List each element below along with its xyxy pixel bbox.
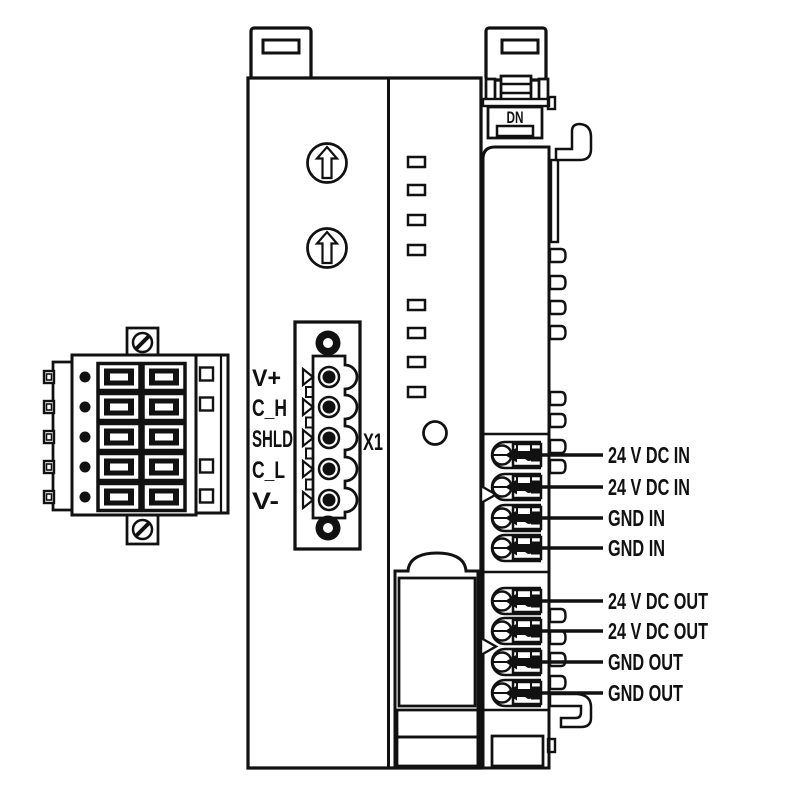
- cable-plug-connector: [42, 326, 230, 546]
- led-indicator: [406, 326, 427, 340]
- pin-label: C_L: [252, 457, 285, 484]
- power-terminals: 24 V DC IN 24 V DC IN GND IN GND IN 24 V…: [490, 440, 708, 708]
- pin-contact: [317, 395, 341, 419]
- bus-contact: [548, 629, 567, 646]
- release-buttons: [306, 142, 348, 269]
- pin-contact: [317, 457, 341, 481]
- flap-window: [397, 576, 477, 708]
- bus-contact: [548, 324, 567, 341]
- led-indicator: [406, 385, 427, 399]
- led-indicator: [406, 298, 427, 312]
- bus-contact: [548, 299, 567, 316]
- connector-designation: X1: [363, 429, 383, 456]
- strip-hole: [42, 429, 56, 445]
- terminal-label: 24 V DC OUT: [608, 588, 708, 614]
- pin-contact: [317, 426, 341, 450]
- led-indicator: [406, 355, 427, 369]
- terminal: GND IN: [490, 533, 665, 563]
- flange-hole: [198, 366, 215, 382]
- led-indicator: [406, 155, 427, 169]
- x1-connector: V+ C_H SHLD C_L V- X1: [252, 320, 383, 551]
- din-rail-hook-top: [554, 122, 593, 162]
- led-indicator: [406, 183, 427, 197]
- pin-contact: [317, 488, 341, 512]
- plug-side-strip: [51, 360, 74, 512]
- rail-notch: [479, 483, 499, 506]
- screw-icon: [131, 518, 154, 541]
- flange-hole: [198, 396, 215, 412]
- strip-hole: [42, 399, 56, 415]
- up-arrow-icon: [306, 227, 348, 269]
- mounting-slot: [261, 38, 301, 55]
- terminal-label: 24 V DC IN: [608, 474, 690, 500]
- din-rail-hook-bottom: [548, 692, 593, 729]
- terminal: GND IN: [490, 503, 665, 533]
- pin-label: SHLD: [252, 426, 293, 453]
- bus-contact: [548, 674, 567, 691]
- screw-icon: [131, 331, 154, 354]
- up-arrow-icon: [306, 142, 348, 184]
- terminal: 24 V DC OUT: [490, 586, 708, 616]
- pin-label: C_H: [252, 395, 287, 422]
- terminal-label: GND IN: [608, 535, 665, 561]
- terminal-label: GND OUT: [608, 680, 683, 706]
- pin-hole: [79, 371, 91, 383]
- terminal: 24 V DC OUT: [490, 616, 708, 646]
- flange-hole: [198, 488, 215, 504]
- clamp-cell-grid: [96, 361, 187, 513]
- flange-hole: [198, 458, 215, 474]
- bus-contact: [548, 390, 567, 407]
- bus-contact: [548, 412, 567, 429]
- pin-hole: [79, 491, 91, 503]
- pin-hole: [79, 401, 91, 413]
- strip-hole: [42, 459, 56, 475]
- side-contact-rail: [549, 158, 560, 244]
- pin-label: V-: [252, 488, 279, 515]
- led-indicator: [406, 213, 427, 227]
- terminal: 24 V DC IN: [490, 472, 690, 502]
- pin-label: V+: [252, 365, 281, 392]
- rail-notch: [479, 635, 499, 658]
- bus-contact: [548, 247, 567, 264]
- strip-hole: [42, 489, 56, 505]
- led-indicator: [406, 243, 427, 257]
- rail-foot-window: [490, 734, 545, 768]
- bus-contact: [548, 274, 567, 291]
- terminal-label: 24 V DC IN: [608, 442, 690, 468]
- mounting-slot: [500, 38, 540, 55]
- flap-strip: [395, 735, 480, 768]
- terminal-label: 24 V DC OUT: [608, 618, 708, 644]
- round-opening: [422, 420, 448, 446]
- bus-contact: [548, 607, 567, 624]
- terminal-label: GND IN: [608, 505, 665, 531]
- network-port-slot: [495, 124, 535, 138]
- led-column: [406, 155, 448, 446]
- terminal-label: GND OUT: [608, 649, 683, 675]
- terminal: GND OUT: [490, 647, 683, 677]
- terminal: 24 V DC IN: [490, 440, 690, 470]
- bus-contact: [548, 438, 567, 455]
- strip-hole: [42, 369, 56, 385]
- bottom-flap: [393, 551, 480, 770]
- bus-contact: [548, 458, 567, 475]
- din-rail-latch: DN: [481, 74, 557, 140]
- bus-contact: [548, 651, 567, 668]
- pin-hole: [79, 431, 91, 443]
- pin-hole: [79, 461, 91, 473]
- terminal: GND OUT: [490, 678, 683, 708]
- pin-contact: [317, 365, 341, 389]
- network-port-label: DN: [507, 108, 524, 127]
